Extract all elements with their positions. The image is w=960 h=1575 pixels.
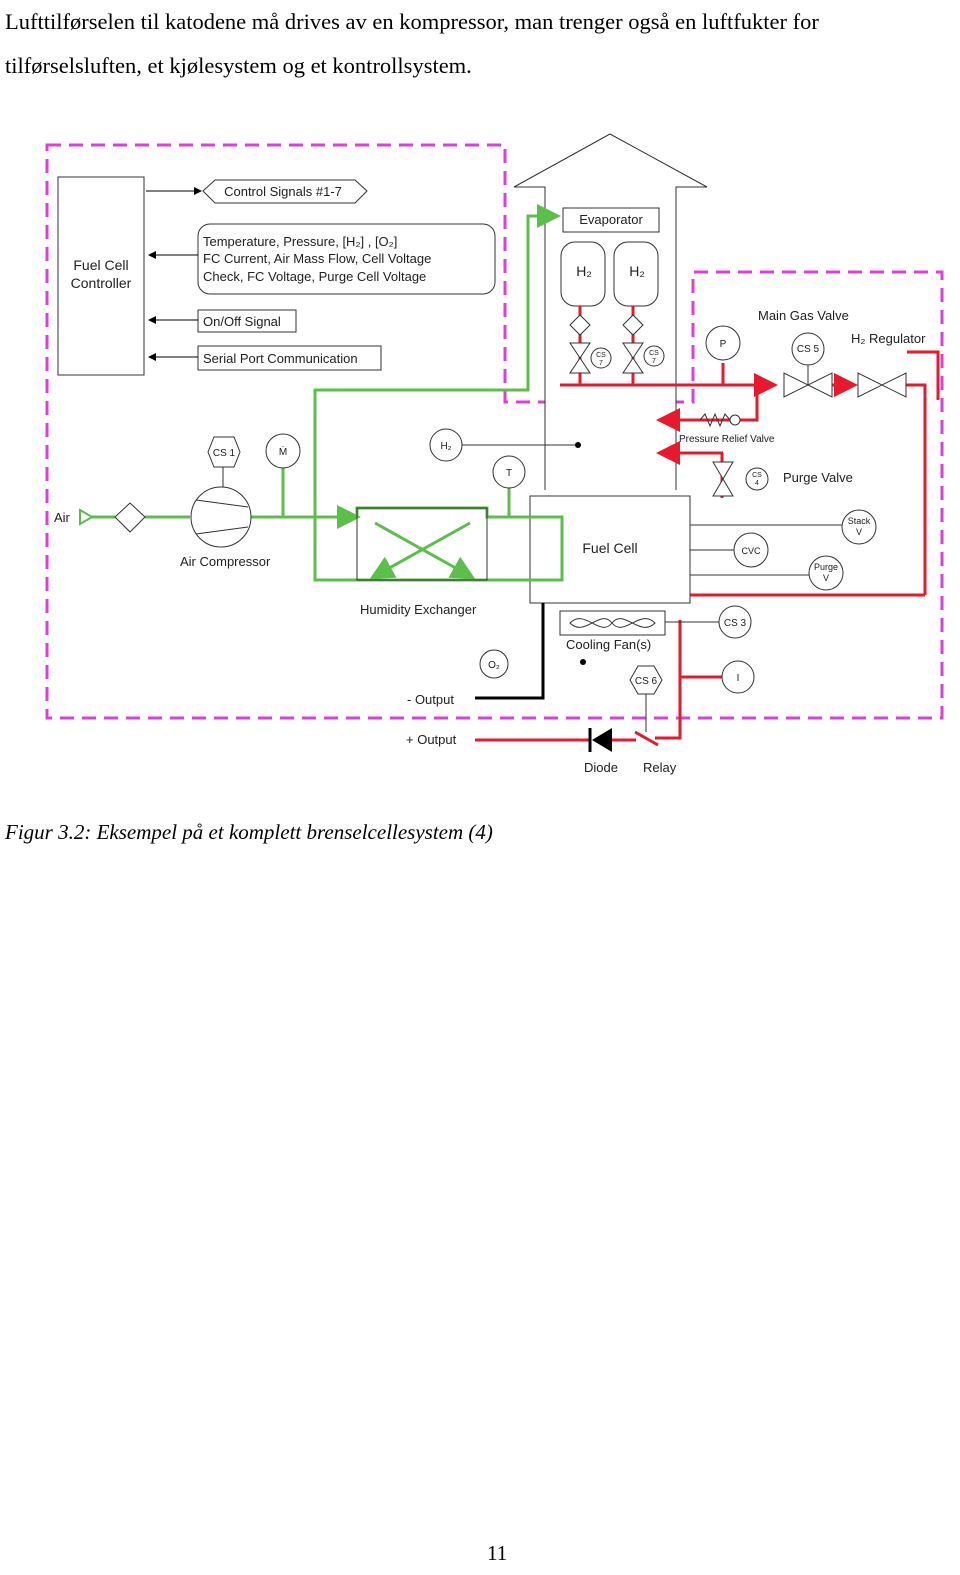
- cooling-fans-label: Cooling Fan(s): [566, 637, 651, 652]
- dashed-enclosure: [45, 143, 944, 720]
- on-off-box: [197, 309, 297, 333]
- svg-text:V: V: [823, 573, 829, 583]
- neg-output-line: [475, 603, 545, 700]
- svg-text:CS 1: CS 1: [213, 448, 236, 459]
- svg-text:Ṁ: Ṁ: [279, 445, 287, 458]
- fuel-cell-system-diagram: Fuel Cell Controller Control Signals #1-…: [45, 133, 944, 775]
- sensor-line-1: Temperature, Pressure, [H₂] , [O₂]: [203, 234, 397, 249]
- svg-text:T: T: [506, 468, 512, 479]
- pressure-relief-label: Pressure Relief Valve: [679, 434, 775, 445]
- air-compressor: [190, 486, 252, 548]
- purge-valve-label: Purge Valve: [783, 470, 853, 485]
- svg-text:CS: CS: [649, 350, 659, 357]
- humidity-exchanger-label: Humidity Exchanger: [360, 602, 477, 617]
- evaporator-box: [562, 207, 660, 233]
- serial-port-box: [197, 345, 382, 371]
- svg-text:Stack: Stack: [848, 516, 871, 526]
- svg-text:CVC: CVC: [741, 546, 761, 556]
- controller-label-2: Controller: [71, 275, 132, 291]
- sensor-line-3: Check, FC Voltage, Purge Cell Voltage: [203, 269, 426, 284]
- svg-text:Purge: Purge: [814, 562, 838, 572]
- page-number: 11: [487, 1541, 508, 1565]
- main-gas-valve-label: Main Gas Valve: [758, 308, 849, 323]
- pos-output-label: + Output: [406, 732, 457, 747]
- h2-regulator-label: H₂ Regulator: [851, 331, 926, 346]
- h2-tank-1: [560, 241, 606, 307]
- svg-text:CS 3: CS 3: [724, 618, 747, 629]
- fuel-cell-controller-box: [57, 176, 145, 376]
- svg-text:H₂: H₂: [440, 441, 451, 452]
- neg-output-label: - Output: [407, 692, 454, 707]
- diode-label: Diode: [584, 760, 618, 775]
- svg-text:H₂: H₂: [576, 263, 592, 279]
- figure-caption: Figur 3.2: Eksempel på et komplett brens…: [5, 820, 493, 844]
- fuel-cell-label: Fuel Cell: [582, 540, 637, 556]
- humidity-exchanger-box: [356, 507, 488, 581]
- svg-text:7: 7: [599, 360, 603, 367]
- svg-text:7: 7: [652, 358, 656, 365]
- svg-text:V: V: [856, 527, 862, 537]
- air-label: Air: [54, 510, 71, 525]
- svg-text:CS 6: CS 6: [635, 676, 658, 687]
- serial-port-label: Serial Port Communication: [203, 351, 358, 366]
- control-signals-label: Control Signals #1-7: [224, 184, 342, 199]
- svg-text:CS: CS: [596, 352, 606, 359]
- svg-text:O₂: O₂: [488, 660, 500, 671]
- evaporator-label: Evaporator: [579, 212, 643, 227]
- relay-label: Relay: [643, 760, 677, 775]
- h2-tank-2: [613, 241, 659, 307]
- diode-symbol: [592, 728, 612, 752]
- svg-text:CS: CS: [752, 472, 762, 479]
- sensor-line-2: FC Current, Air Mass Flow, Cell Voltage: [203, 251, 431, 266]
- svg-text:CS 5: CS 5: [797, 344, 820, 355]
- body-paragraph: Lufttilførselen til katodene må drives a…: [5, 9, 819, 78]
- on-off-label: On/Off Signal: [203, 314, 281, 329]
- svg-text:P: P: [720, 339, 727, 350]
- controller-label-1: Fuel Cell: [73, 257, 128, 273]
- air-compressor-label: Air Compressor: [180, 554, 271, 569]
- svg-text:H₂: H₂: [629, 263, 645, 279]
- svg-text:4: 4: [755, 480, 759, 487]
- svg-text:I: I: [737, 673, 740, 684]
- sensor-signals-box: [197, 223, 496, 295]
- fuel-cell-box: [529, 495, 691, 604]
- control-signals-box: [202, 179, 368, 204]
